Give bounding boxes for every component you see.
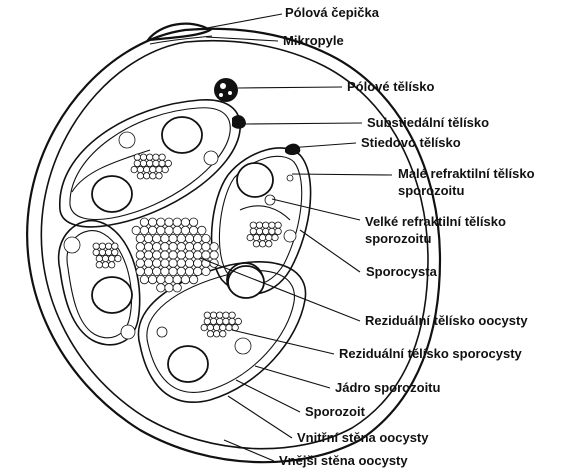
- oocyst-residuum-granules: [131, 217, 219, 293]
- residual-bodies: [92, 153, 282, 338]
- sporocyst3-nucleus-a: [91, 276, 133, 314]
- label-large-refractile-line2: sporozoitu: [365, 231, 431, 246]
- label-large-refractile-line1: Velké refraktilní tělísko: [365, 214, 506, 229]
- sporocyst2-nucleus-a: [236, 162, 274, 198]
- label-micropyle: Mikropyle: [283, 33, 344, 48]
- sporocyst1-nucleus-b: [91, 175, 133, 213]
- label-stieda-body: Stiedovo tělísko: [361, 135, 461, 150]
- sporocyst1-nucleus-a: [161, 116, 203, 154]
- label-small-refractile-line2: sporozoitu: [398, 183, 464, 198]
- sporocyst-upper-left: [59, 99, 246, 228]
- label-sporozoite: Sporozoit: [305, 404, 366, 419]
- sporocyst4-nucleus-a: [227, 265, 265, 299]
- label-inner-wall: Vnitřní stěna oocysty: [297, 430, 429, 445]
- label-outer-wall: Vnější stěna oocysty: [279, 453, 408, 468]
- sporocyst-lower-right: [137, 261, 307, 403]
- label-sporozoite-nucleus: Jádro sporozoitu: [335, 380, 441, 395]
- oocyst-walls: [26, 22, 442, 464]
- label-oocyst-residuum: Reziduální tělísko oocysty: [365, 313, 528, 328]
- polar-cap-shape: [145, 22, 213, 42]
- label-substiedal-body: Substiedální tělísko: [367, 115, 489, 130]
- sporocyst2-residuum-granules: [246, 221, 282, 248]
- sporocyst4-residuum-granules: [200, 311, 242, 338]
- label-sporocyst-residuum: Reziduální tělísko sporocysty: [339, 346, 523, 361]
- inner-wall-shape: [40, 39, 429, 450]
- sporocyst-lower-left: [57, 219, 141, 346]
- leader-lines: [195, 13, 393, 462]
- polar-body: [214, 78, 238, 102]
- label-sporocyst: Sporocysta: [366, 264, 438, 279]
- label-polar-cap: Pólová čepička: [285, 5, 380, 20]
- labels: Pólová čepička Mikropyle Pólové tělísko …: [279, 5, 535, 468]
- sporocyst1-residuum-granules: [130, 153, 172, 180]
- outer-wall-shape: [26, 27, 442, 464]
- label-polar-body: Pólové tělísko: [347, 79, 434, 94]
- label-small-refractile-line1: Malé refraktilní tělísko: [398, 166, 535, 181]
- sporocyst4-nucleus-b: [167, 345, 209, 383]
- sporocyst3-residuum-granules: [92, 242, 122, 269]
